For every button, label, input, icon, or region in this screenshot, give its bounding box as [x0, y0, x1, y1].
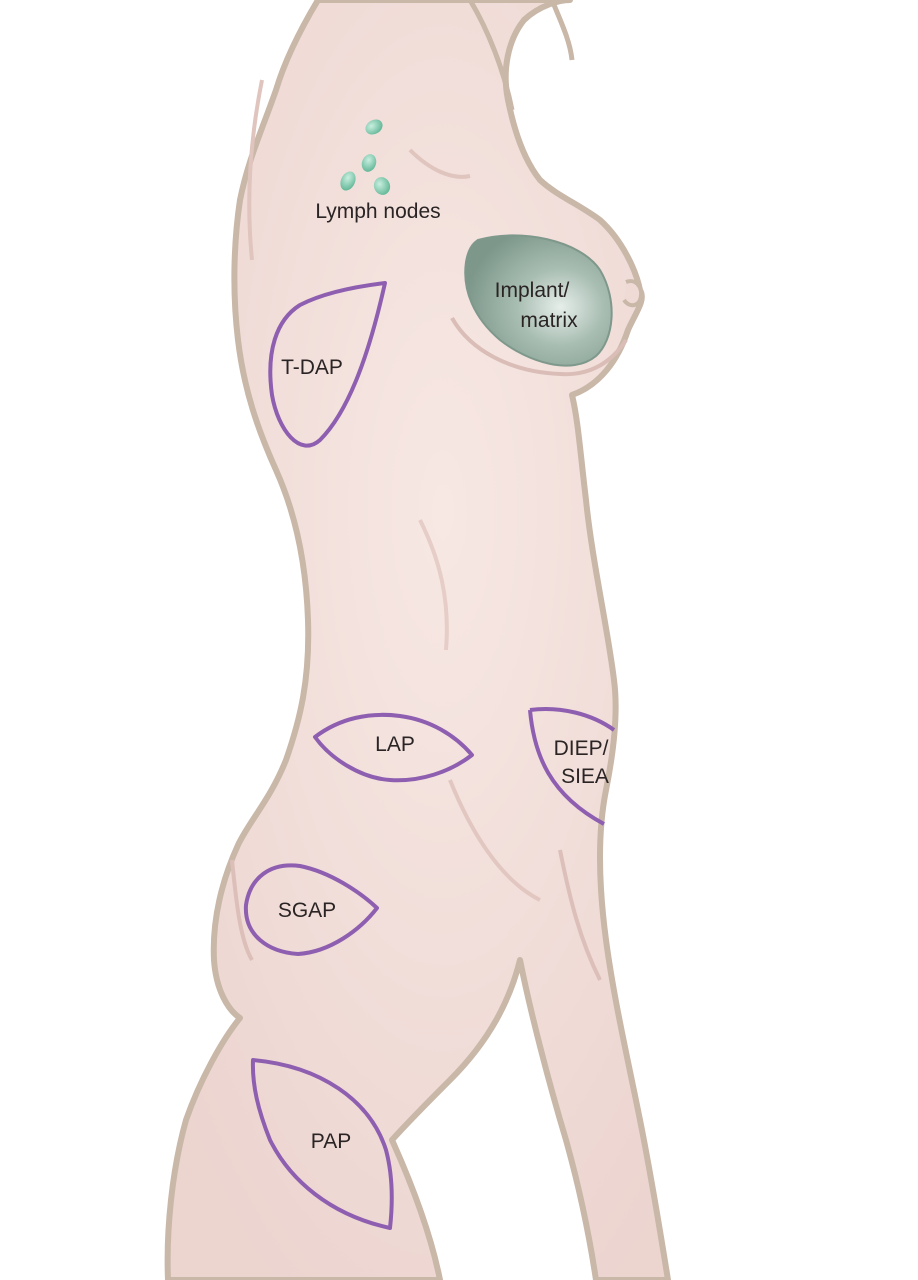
- neck-outline: [549, 0, 575, 61]
- diep-siea-flap-outline: [528, 707, 616, 826]
- lymph-node-cluster: [340, 119, 391, 195]
- tdap-label: T-DAP: [281, 356, 343, 379]
- tdap-flap-outline: [268, 281, 387, 448]
- pap-label: PAP: [311, 1130, 351, 1153]
- lymph-node: [373, 177, 391, 195]
- lap-flap-outline: [313, 712, 474, 783]
- diep-label-line1: DIEP/: [554, 737, 609, 760]
- waist-fold: [418, 519, 449, 651]
- hip-crease: [448, 779, 541, 902]
- lymph-node: [361, 154, 377, 172]
- pap-flap-outline: [250, 1058, 394, 1230]
- torso-silhouette: [164, 0, 671, 1280]
- sgap-flap-outline: [243, 863, 379, 956]
- implant-label-line1: Implant/: [495, 279, 570, 302]
- arm-outline: [467, 0, 515, 111]
- lymph-node: [340, 171, 356, 191]
- lap-label: LAP: [375, 733, 415, 756]
- implant-label-line2: matrix: [520, 309, 578, 332]
- back-contour: [247, 79, 264, 261]
- sgap-label: SGAP: [278, 899, 336, 922]
- implant-shape: [464, 234, 613, 367]
- underarm-fold: [408, 148, 471, 179]
- lymph-nodes-label: Lymph nodes: [315, 200, 440, 223]
- nipple: [622, 279, 643, 308]
- siea-label-line2: SIEA: [561, 765, 609, 788]
- breast-underfold: [450, 317, 628, 377]
- buttock-fold: [230, 859, 254, 962]
- leg-crease: [558, 849, 602, 981]
- lymph-node: [365, 119, 383, 135]
